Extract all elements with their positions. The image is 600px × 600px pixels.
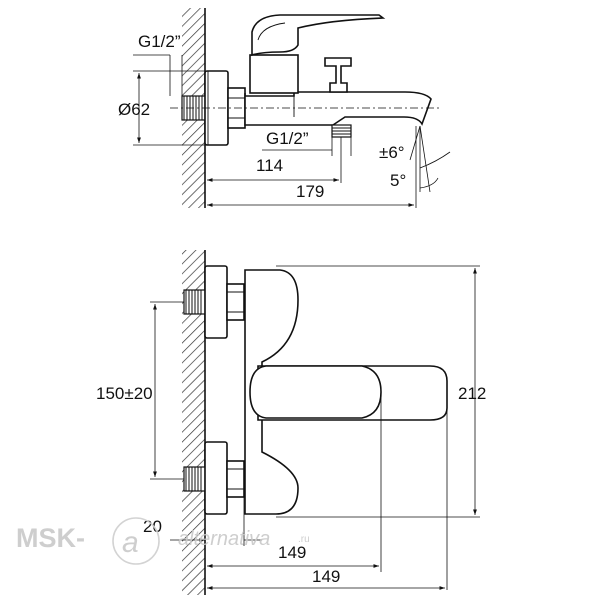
- watermark-brand: MSK-: [16, 523, 85, 553]
- upper-flange: [204, 265, 228, 339]
- front-view: 212 150±20 20 149 149: [96, 250, 486, 595]
- side-view: G1/2” Ø62 G1/2” 114 179 ±6° 5°: [118, 8, 451, 208]
- watermark-script: alternativa: [178, 528, 270, 550]
- upper-connector-thread: [183, 289, 206, 315]
- dim-height: 212: [458, 384, 486, 403]
- watermark-logo-letter: a: [122, 526, 139, 559]
- dim-center-distance: 150±20: [96, 384, 153, 403]
- upper-nut: [226, 283, 245, 321]
- spout-body: [244, 91, 432, 126]
- lever-handle: [251, 14, 386, 57]
- watermark-domain: .ru: [298, 534, 310, 545]
- dim-body-depth: 149: [278, 543, 306, 562]
- cartridge-housing: [249, 54, 299, 94]
- aerator-thread: [331, 124, 352, 138]
- handle-grip: [249, 365, 382, 419]
- dim-spout-thread: G1/2”: [266, 129, 309, 148]
- lower-flange: [204, 441, 228, 515]
- diverter-knob: [324, 57, 352, 93]
- dim-total-depth: 179: [296, 182, 324, 201]
- watermark: MSK- a alternativa .ru: [16, 517, 310, 565]
- lower-connector-thread: [183, 466, 206, 492]
- dim-wall-to-outlet: 114: [256, 156, 283, 175]
- dim-handle-depth: 149: [312, 567, 340, 586]
- wall-hatch-bottom: [182, 250, 205, 595]
- lower-nut: [226, 460, 245, 498]
- dim-outlet-angle: 5°: [390, 171, 406, 190]
- dim-top-thread: G1/2”: [138, 32, 181, 51]
- dim-diameter: Ø62: [118, 100, 150, 119]
- dim-spout-tilt: ±6°: [379, 143, 405, 162]
- watermark-logo-ring: [112, 517, 160, 565]
